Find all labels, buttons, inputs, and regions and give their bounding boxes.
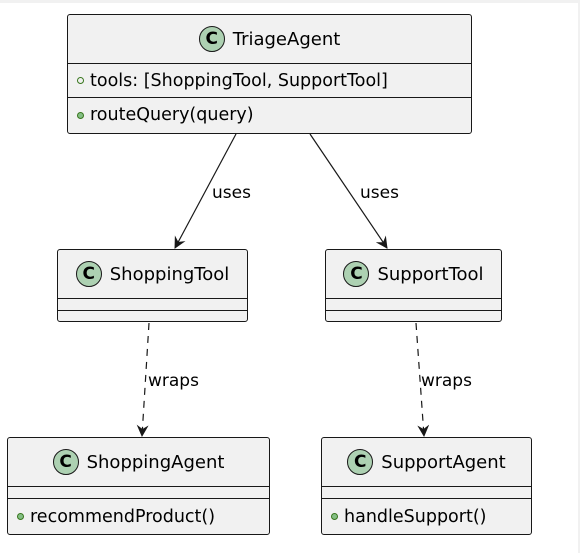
class-name: SupportTool <box>377 263 484 285</box>
method-text: recommendProduct() <box>30 506 216 527</box>
class-field: tools: [ShoppingTool, SupportTool] <box>68 64 471 97</box>
divider-methods <box>326 310 501 311</box>
field-text: tools: [ShoppingTool, SupportTool] <box>90 70 388 91</box>
class-stereotype-c-icon: C <box>52 449 79 475</box>
edge-triage-uses-shoppingtool: uses <box>174 133 251 249</box>
canvas-right-border <box>578 0 580 553</box>
edge-shoppingtool-wraps-shoppingagent: wraps <box>136 322 199 437</box>
edge-label-uses-right: uses <box>360 183 399 203</box>
class-support-agent[interactable]: C SupportAgent handleSupport() <box>321 437 532 535</box>
class-stereotype-c-icon: C <box>198 26 225 52</box>
divider <box>68 97 471 98</box>
class-header: C TriageAgent <box>68 15 471 63</box>
divider-fields <box>58 298 247 310</box>
divider-methods <box>322 498 531 499</box>
divider <box>68 63 471 64</box>
public-field-icon <box>77 77 84 84</box>
divider-methods <box>8 498 269 499</box>
class-stereotype-c-icon: C <box>343 261 370 287</box>
public-method-icon <box>331 513 338 520</box>
class-name: TriageAgent <box>232 28 341 50</box>
divider-fields <box>322 486 531 498</box>
class-header: C SupportAgent <box>322 438 531 486</box>
class-shopping-tool[interactable]: C ShoppingTool <box>57 249 248 322</box>
edge-label-uses-left: uses <box>212 183 251 203</box>
method-text: routeQuery(query) <box>90 105 254 125</box>
edge-label-wraps-right: wraps <box>421 371 472 391</box>
class-header: C SupportTool <box>326 250 501 298</box>
canvas-top-border <box>0 0 580 3</box>
class-method: routeQuery(query) <box>68 98 471 132</box>
class-name: ShoppingAgent <box>86 451 225 473</box>
class-support-tool[interactable]: C SupportTool <box>325 249 502 322</box>
class-name: SupportAgent <box>381 451 506 473</box>
edge-triage-uses-supporttool: uses <box>309 133 399 249</box>
method-text: handleSupport() <box>344 506 487 527</box>
class-triage-agent[interactable]: C TriageAgent tools: [ShoppingTool, Supp… <box>67 14 472 134</box>
divider-fields <box>8 486 269 498</box>
public-method-icon <box>77 111 84 119</box>
class-method: handleSupport() <box>322 499 531 534</box>
edge-supporttool-wraps-supportagent: wraps <box>415 322 472 437</box>
class-header: C ShoppingTool <box>58 250 247 298</box>
class-name: ShoppingTool <box>109 263 230 285</box>
edge-label-wraps-left: wraps <box>148 371 199 391</box>
class-shopping-agent[interactable]: C ShoppingAgent recommendProduct() <box>7 437 270 535</box>
class-method: recommendProduct() <box>8 499 269 534</box>
public-method-icon <box>17 513 24 520</box>
class-stereotype-c-icon: C <box>347 449 374 475</box>
class-stereotype-c-icon: C <box>75 261 102 287</box>
divider-methods <box>58 310 247 311</box>
class-header: C ShoppingAgent <box>8 438 269 486</box>
divider-fields <box>326 298 501 310</box>
